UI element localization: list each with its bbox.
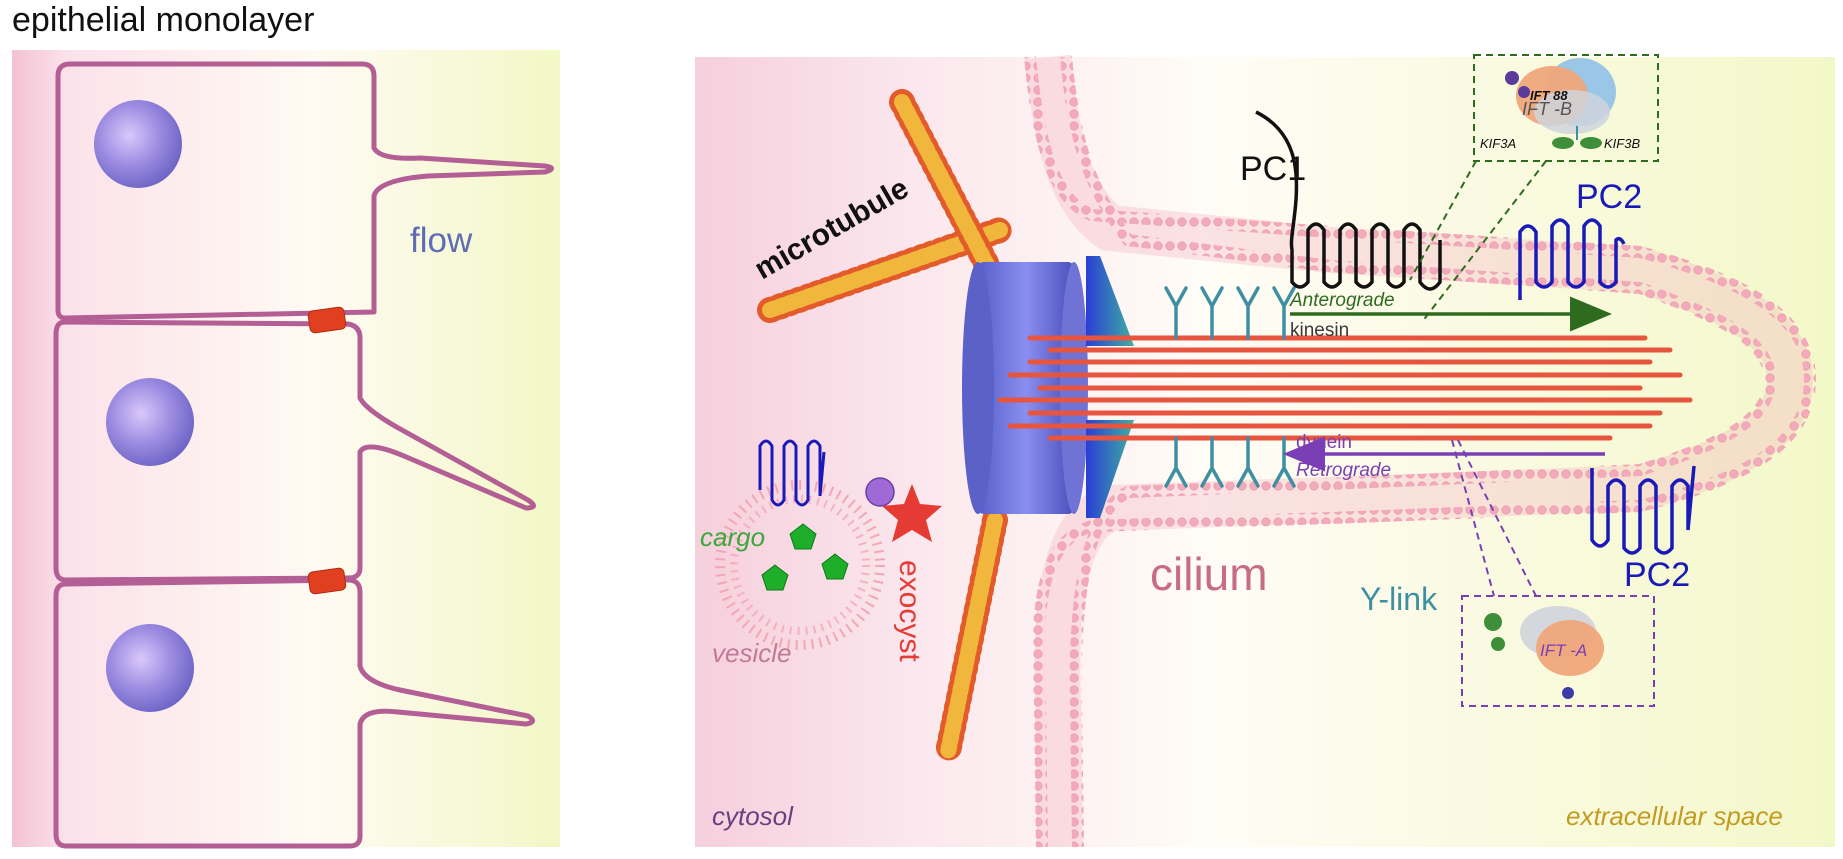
- pc2-top-protein: [1518, 218, 1626, 300]
- cell-junction-top: [307, 306, 347, 334]
- cargo-label: cargo: [700, 522, 765, 552]
- exocyst-star: [882, 484, 942, 542]
- right-panel-background: [695, 57, 1835, 847]
- epithelial-cells: [53, 61, 554, 849]
- cell-bottom: [53, 577, 535, 849]
- y-links-top: [1164, 286, 1296, 340]
- ift-a-label: IFT -A: [1540, 641, 1587, 660]
- transition-zone-bottom: [1086, 420, 1134, 518]
- cargo-3: [821, 553, 849, 580]
- kif3a-head: [1552, 137, 1574, 149]
- pc2-bottom-protein: [1590, 465, 1696, 555]
- exocyst-ball: [865, 477, 895, 507]
- pc1-protein: [1255, 110, 1442, 291]
- nucleus-top: [94, 100, 182, 188]
- cytosol-label: cytosol: [712, 801, 794, 831]
- ift-b-inset: IFT 88 IFT -B KIF3A KIF3B: [1409, 54, 1659, 323]
- cell-middle: [53, 319, 536, 583]
- plasma-membrane: [1024, 54, 1817, 848]
- pc1-label: PC1: [1240, 150, 1306, 188]
- extracellular-space-label: extracellular space: [1566, 801, 1783, 831]
- pc2-top-label: PC2: [1576, 178, 1642, 216]
- dynein-label: dynein: [1296, 432, 1352, 453]
- ift-b-label: IFT -B: [1522, 99, 1572, 119]
- kif3b-label: KIF3B: [1604, 136, 1640, 151]
- kinesin-label: kinesin: [1290, 320, 1349, 341]
- ift-b-cargo-dot-1: [1505, 71, 1519, 85]
- kif3b-head: [1580, 137, 1602, 149]
- flow-label: flow: [410, 221, 473, 260]
- y-link-label: Y-link: [1360, 581, 1438, 617]
- anterograde-label: Anterograde: [1289, 290, 1395, 311]
- left-panel-title: epithelial monolayer: [12, 1, 314, 39]
- left-panel-background: [12, 50, 560, 847]
- retrograde-label: Retrograde: [1296, 460, 1391, 481]
- cell-top: [55, 61, 554, 321]
- dynein-head-2: [1491, 637, 1505, 651]
- cargo-1: [789, 523, 817, 550]
- pc2-bottom-label: PC2: [1624, 556, 1690, 594]
- ift-a-inset: IFT -A: [1451, 439, 1655, 707]
- vesicle: [715, 480, 885, 650]
- ift88-label: IFT 88: [1530, 88, 1568, 103]
- nucleus-bottom: [106, 624, 194, 712]
- exocyst-label: exocyst: [893, 560, 926, 662]
- ift-b-cargo-dot-2: [1518, 86, 1530, 98]
- ift-b-subunit-grey: [1534, 90, 1610, 134]
- ift-a-cargo-dot: [1562, 687, 1574, 699]
- vesicle-pc2-protein: [758, 439, 826, 507]
- kif3a-label: KIF3A: [1480, 136, 1516, 151]
- cilium-label: cilium: [1150, 548, 1268, 600]
- cell-junction-bottom: [307, 567, 347, 595]
- vesicle-label: vesicle: [712, 638, 791, 668]
- microtubules: [757, 89, 1013, 765]
- dynein-head-1: [1484, 613, 1502, 631]
- nucleus-middle: [106, 378, 194, 466]
- ift-a-subunit-orange: [1536, 620, 1604, 676]
- transition-zone-top: [1086, 256, 1134, 346]
- axoneme: [997, 335, 1693, 441]
- cargo-2: [761, 564, 789, 591]
